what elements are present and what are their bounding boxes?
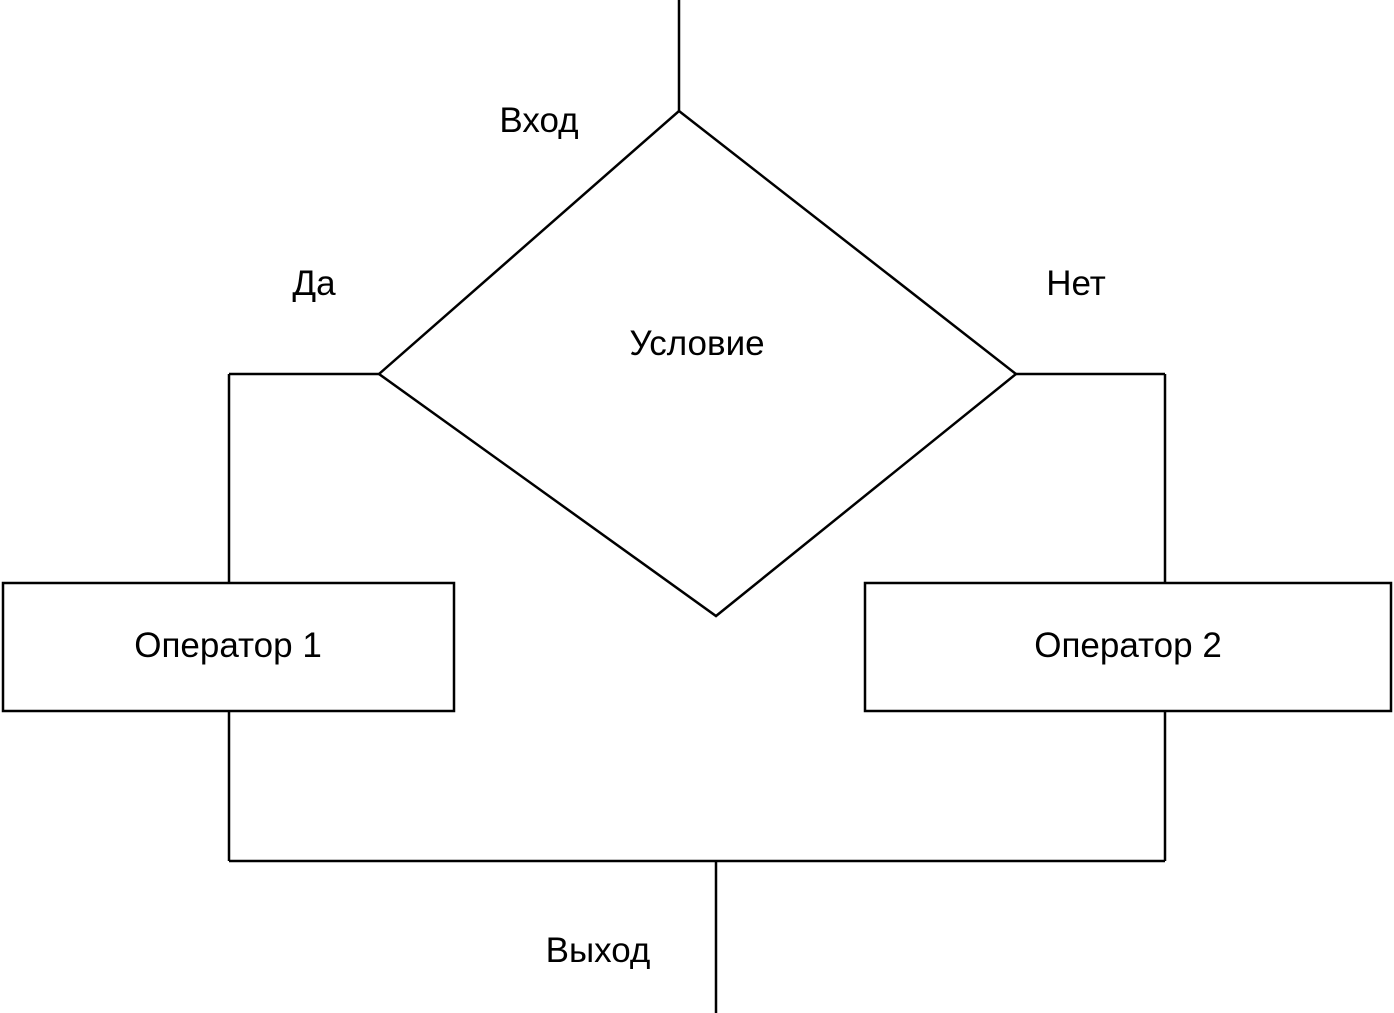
- condition-diamond: [376, 109, 1019, 618]
- operator1-label: Оператор 1: [134, 626, 322, 665]
- entry-label: Вход: [499, 101, 578, 140]
- condition-label: Условие: [629, 324, 764, 363]
- operator2-box: [863, 581, 1393, 713]
- operator2-label: Оператор 2: [1034, 626, 1222, 665]
- exit-label: Выход: [546, 931, 651, 970]
- yes-label: Да: [292, 264, 336, 303]
- no-label: Нет: [1046, 264, 1106, 303]
